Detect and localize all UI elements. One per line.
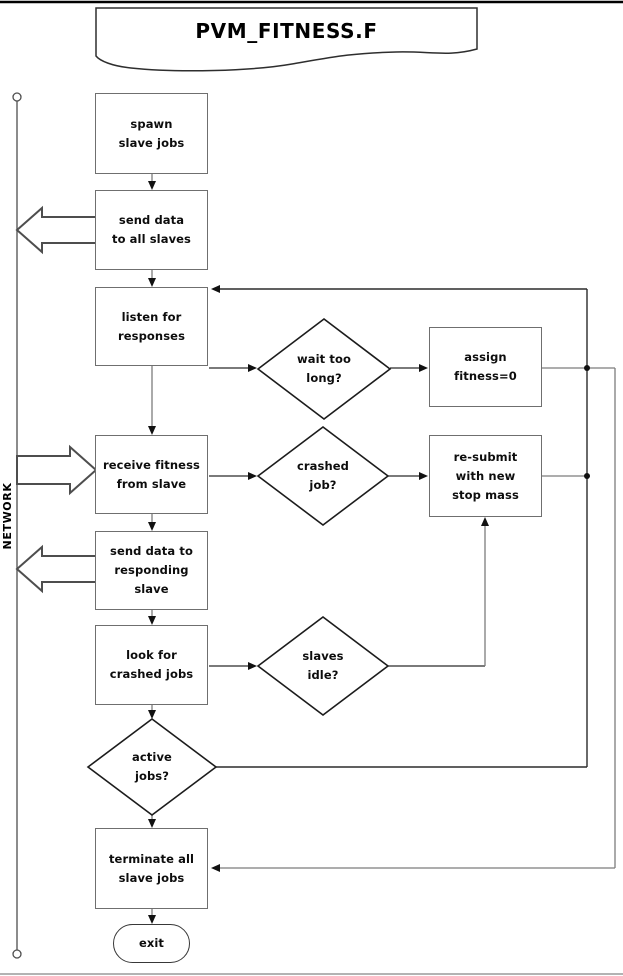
node-label: send data to responding slave <box>110 544 193 596</box>
node-label: look for crashed jobs <box>109 648 194 681</box>
node-resubmit-new-stop-mass: re-submit with new stop mass <box>429 435 542 517</box>
arrowhead-down-icon <box>148 710 156 719</box>
node-label: listen for responses <box>117 309 186 343</box>
arrowhead-right-icon <box>419 364 428 372</box>
network-terminal-top-icon <box>12 92 22 102</box>
node-receive-fitness: receive fitness from slave <box>95 435 208 514</box>
decision-wait-too-long <box>256 317 392 421</box>
arrowhead-down-icon <box>148 278 156 287</box>
arrowhead-down-icon <box>148 915 156 924</box>
arrowhead-right-icon <box>248 472 257 480</box>
node-label: exit <box>138 936 165 950</box>
network-send-arrow-left-icon <box>15 205 97 255</box>
decision-active-jobs <box>86 718 218 816</box>
node-exit: exit <box>113 924 190 963</box>
node-active-jobs: active jobs? <box>90 737 214 797</box>
node-label: terminate all slave jobs <box>108 851 195 885</box>
node-send-data-responding: send data to responding slave <box>95 531 208 610</box>
page-title: PVM_FITNESS.F <box>195 19 378 43</box>
node-label: re-submit with new stop mass <box>452 449 519 502</box>
network-terminal-bottom-icon <box>12 949 22 959</box>
node-wait-too-long: wait too long? <box>262 339 386 399</box>
node-look-for-crashed-jobs: look for crashed jobs <box>95 625 208 705</box>
junction-dot <box>584 473 590 479</box>
node-label: send data to all slaves <box>111 213 192 246</box>
node-label: active jobs? <box>132 750 172 783</box>
arrowhead-right-icon <box>248 364 257 372</box>
node-listen-for-responses: listen for responses <box>95 287 208 366</box>
node-terminate-all: terminate all slave jobs <box>95 828 208 909</box>
junction-dot <box>584 365 590 371</box>
arrowhead-left-icon <box>211 285 220 293</box>
node-label: spawn slave jobs <box>118 116 185 150</box>
arrowhead-right-icon <box>419 472 428 480</box>
arrowhead-right-icon <box>248 662 257 670</box>
arrowhead-down-icon <box>148 426 156 435</box>
arrowhead-down-icon <box>148 522 156 531</box>
network-label: NETWORK <box>1 482 14 550</box>
node-crashed-job: crashed job? <box>261 446 385 506</box>
arrowhead-down-icon <box>148 181 156 190</box>
arrowhead-down-icon <box>148 616 156 625</box>
node-label: slaves idle? <box>302 649 344 682</box>
node-label: wait too long? <box>297 352 351 385</box>
arrowhead-up-icon <box>481 517 489 526</box>
arrowhead-left-icon <box>211 864 220 872</box>
node-spawn-slave-jobs: spawn slave jobs <box>95 93 208 174</box>
title-banner-shape <box>95 7 478 72</box>
decision-crashed-job <box>256 425 390 527</box>
network-receive-arrow-right-icon <box>16 444 98 496</box>
network-send-arrow-left-icon <box>15 544 97 594</box>
arrowhead-down-icon <box>148 819 156 828</box>
node-send-data-all-slaves: send data to all slaves <box>95 190 208 270</box>
node-slaves-idle: slaves idle? <box>261 636 385 696</box>
decision-slaves-idle <box>256 615 390 717</box>
node-label: receive fitness from slave <box>103 457 200 491</box>
node-label: crashed job? <box>296 459 349 492</box>
node-assign-fitness-0: assign fitness=0 <box>429 327 542 407</box>
node-label: assign fitness=0 <box>454 350 517 383</box>
